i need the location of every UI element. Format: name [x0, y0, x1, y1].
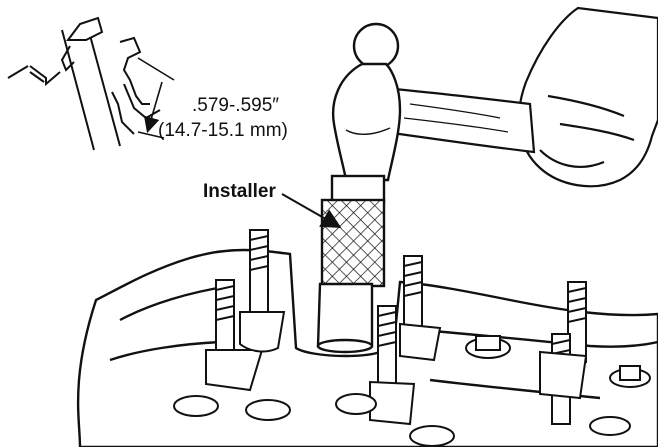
installer-leader-line — [281, 193, 342, 228]
valve-bosses — [173, 311, 651, 447]
hammer-handle — [380, 86, 536, 154]
seal-detail-inset — [7, 16, 175, 151]
dimension-inch-label: .579-.595″ — [192, 95, 280, 116]
installer-tool — [316, 174, 386, 354]
installer-label: Installer — [203, 181, 276, 202]
dimension-mm-label: (14.7-15.1 mm) — [158, 120, 288, 141]
hand — [517, 6, 658, 188]
hammer-head — [331, 22, 402, 182]
